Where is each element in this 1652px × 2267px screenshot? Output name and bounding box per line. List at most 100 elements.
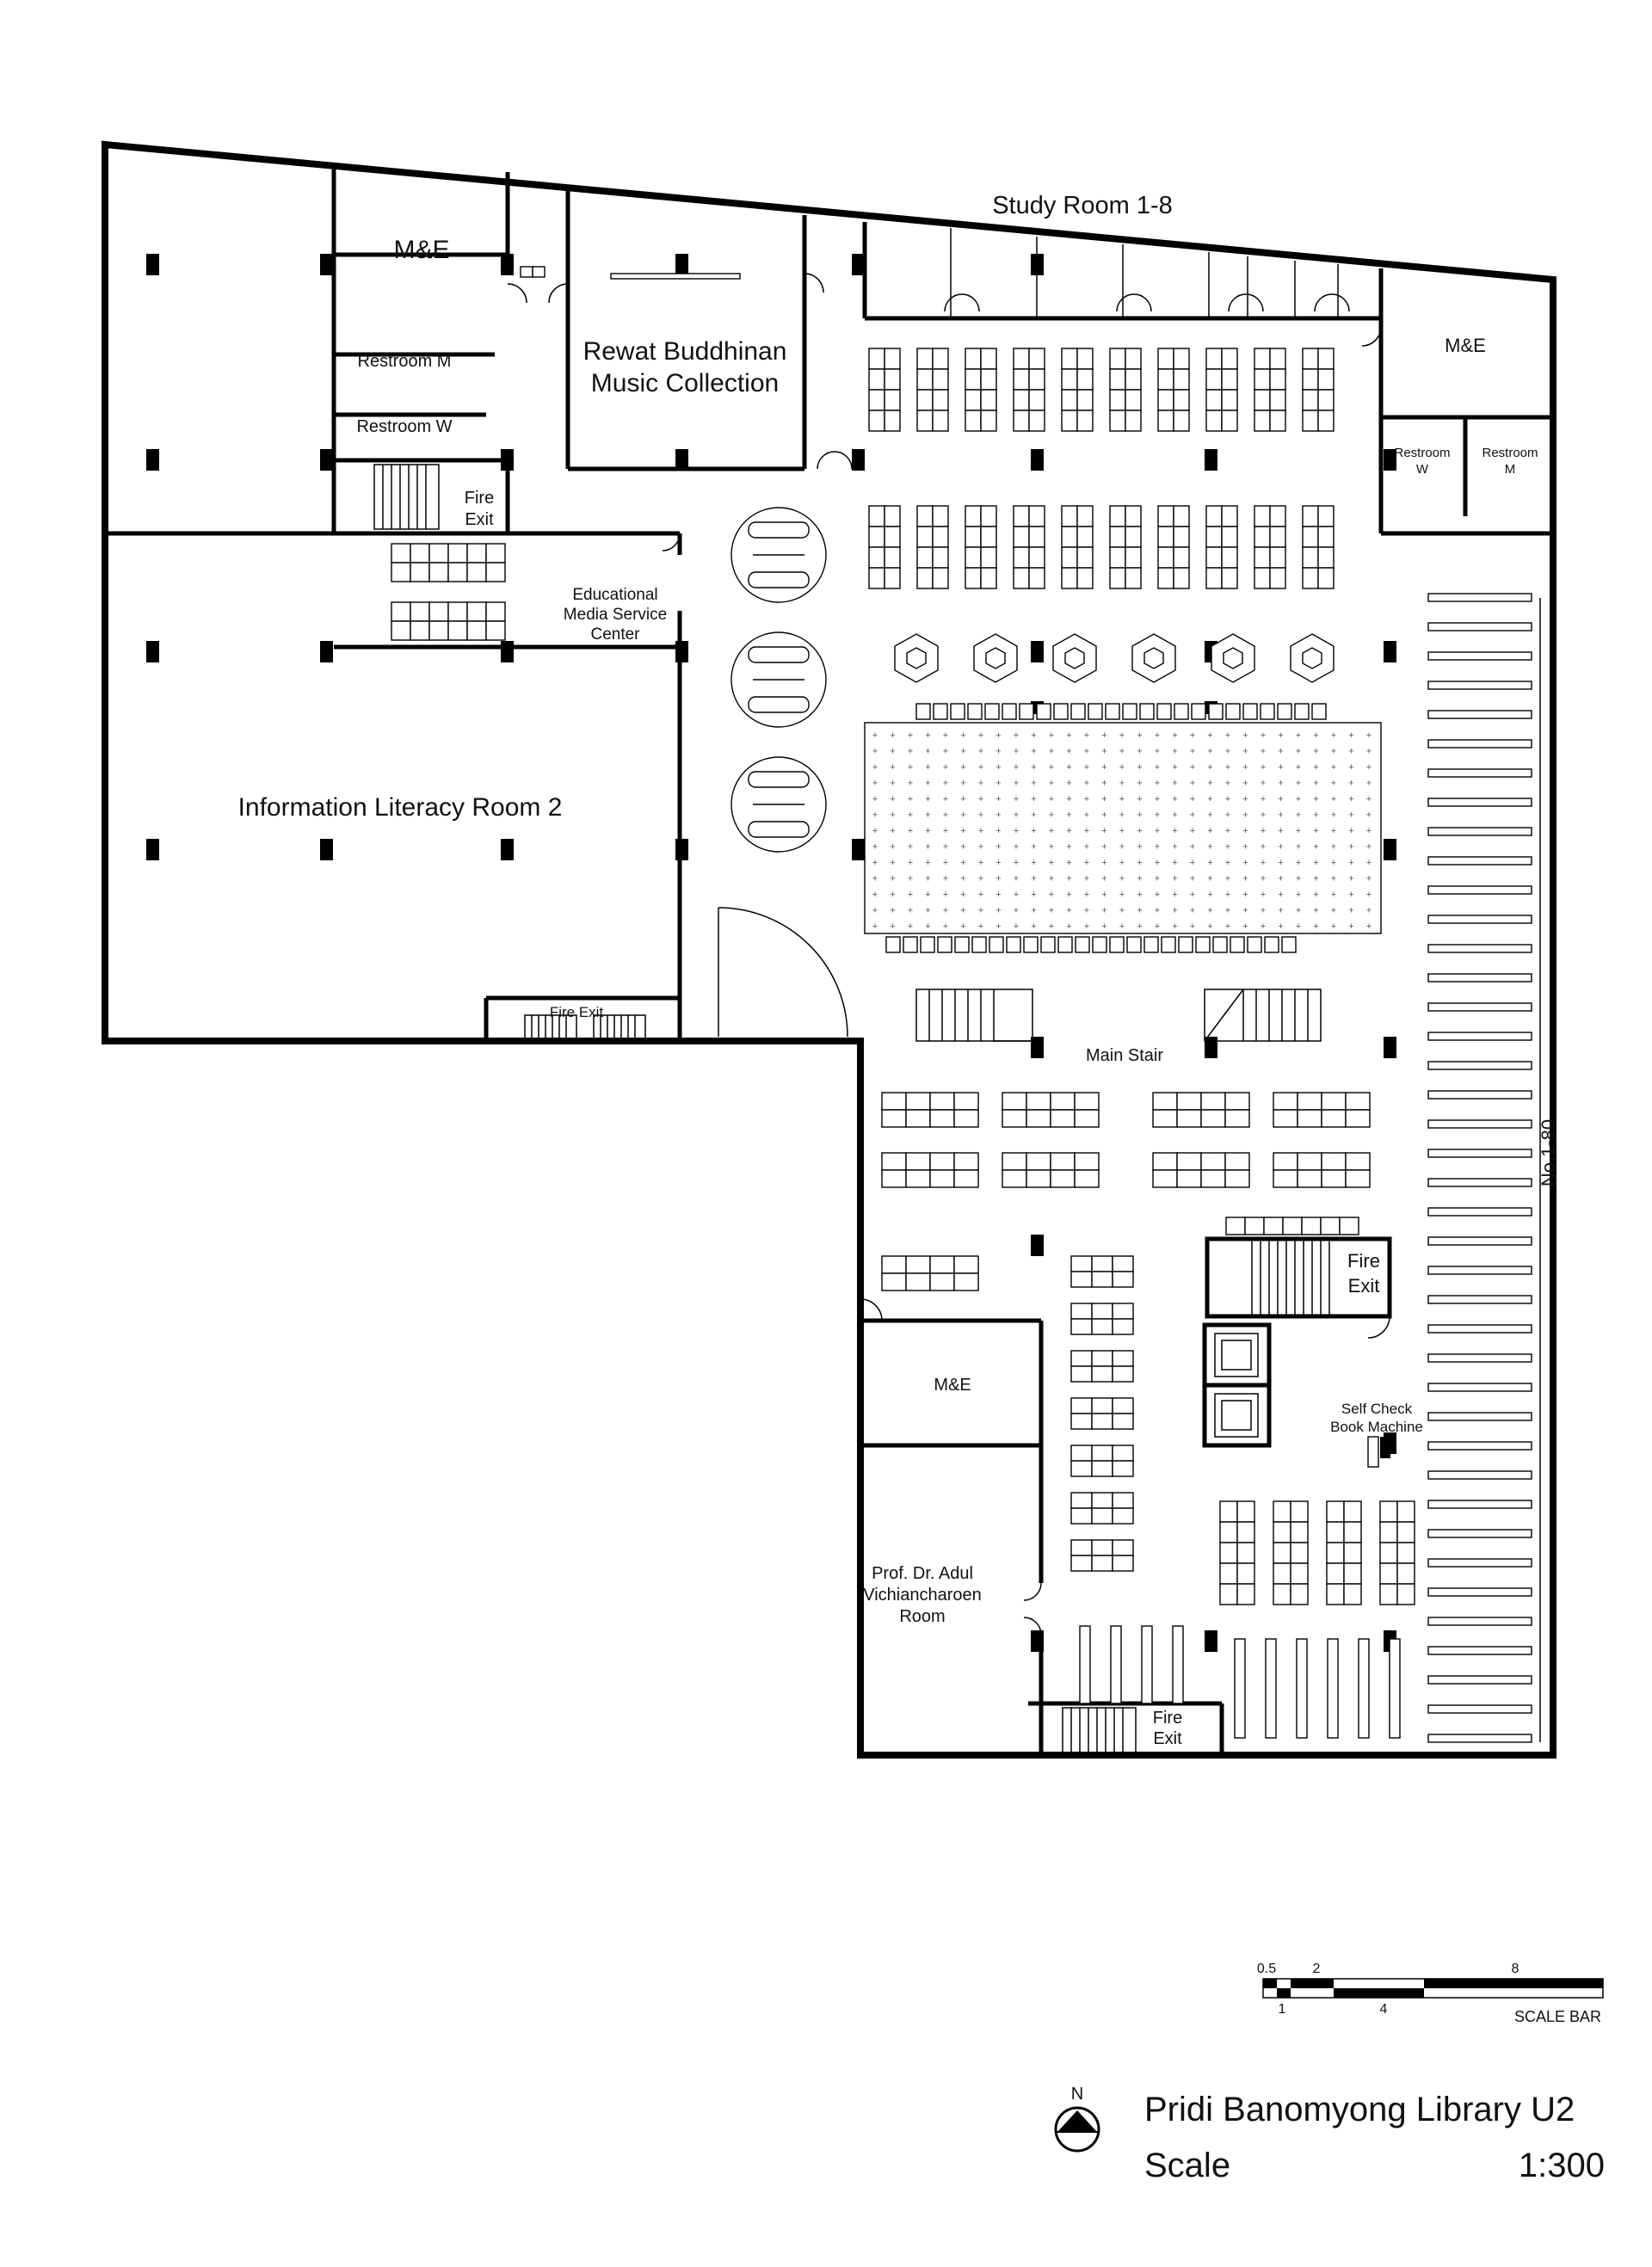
desk-cluster [1302,505,1335,589]
book-shelf [1427,681,1532,690]
svg-text:+: + [1014,921,1019,932]
svg-text:+: + [1331,842,1336,853]
svg-text:+: + [1207,730,1212,741]
svg-text:+: + [1066,747,1071,757]
svg-text:+: + [890,762,895,773]
book-shelf [1427,1266,1532,1275]
svg-text:+: + [1119,874,1125,884]
svg-text:+: + [1137,810,1142,821]
book-shelf [1427,1412,1532,1421]
svg-text:+: + [943,747,948,757]
book-shelf [1427,1236,1532,1246]
svg-text:+: + [1331,762,1336,773]
svg-text:+: + [1278,810,1283,821]
plan-title: Pridi Banomyong Library U2 [1144,2091,1575,2128]
book-shelf [1427,1295,1532,1304]
svg-text:+: + [925,842,930,853]
svg-text:+: + [1242,921,1248,932]
round-table [1290,633,1335,683]
desk-cluster [868,348,901,432]
round-table [1052,633,1097,683]
svg-text:+: + [1261,858,1266,868]
svg-text:+: + [890,779,895,789]
svg-text:+: + [890,842,895,853]
svg-text:+: + [1190,747,1195,757]
svg-text:+: + [925,779,930,789]
svg-text:+: + [1137,874,1142,884]
svg-text:+: + [908,921,913,932]
round-table [1211,633,1255,683]
svg-text:+: + [978,858,983,868]
svg-text:+: + [1119,842,1125,853]
svg-text:+: + [1119,921,1125,932]
svg-text:+: + [1313,762,1318,773]
svg-text:+: + [872,890,878,900]
svg-text:+: + [1261,747,1266,757]
svg-text:+: + [1066,762,1071,773]
svg-text:+: + [872,747,878,757]
book-shelf [1427,1646,1532,1655]
svg-text:+: + [1348,858,1353,868]
label-me-top-left: M&E [393,236,449,264]
svg-text:+: + [1278,842,1283,853]
book-shelf [1427,739,1532,748]
svg-text:+: + [1261,762,1266,773]
desk-cluster [965,348,997,432]
svg-text:+: + [943,858,948,868]
svg-text:+: + [1119,747,1125,757]
svg-text:+: + [1296,826,1301,836]
svg-text:+: + [978,826,983,836]
svg-text:+: + [1331,826,1336,836]
svg-text:+: + [1137,779,1142,789]
svg-text:+: + [1137,762,1142,773]
book-shelf [1427,1178,1532,1187]
svg-text:+: + [890,858,895,868]
svg-text:+: + [1031,794,1036,804]
book-shelf [1427,622,1532,631]
svg-text:+: + [1049,858,1054,868]
svg-text:+: + [1101,858,1106,868]
svg-text:+: + [925,747,930,757]
svg-text:+: + [1172,826,1177,836]
book-shelf [1427,710,1532,719]
svg-text:+: + [1084,921,1089,932]
svg-text:+: + [1207,858,1212,868]
round-table [894,633,939,683]
svg-text:+: + [1313,730,1318,741]
svg-text:+: + [1014,858,1019,868]
svg-text:+: + [1172,890,1177,900]
svg-text:+: + [1348,921,1353,932]
svg-text:+: + [996,730,1001,741]
furniture: + + + + + + + + + + + + + + + + + + + + + + + + + + + + + + + + + + + + + + + +… [391,266,1415,1739]
svg-text:+: + [1225,794,1230,804]
svg-text:+: + [1331,921,1336,932]
svg-text:+: + [1084,810,1089,821]
svg-text:+: + [1348,779,1353,789]
svg-text:+: + [1119,906,1125,916]
svg-text:+: + [1261,906,1266,916]
svg-text:+: + [960,747,965,757]
svg-text:+: + [978,921,983,932]
svg-text:+: + [960,810,965,821]
svg-text:+: + [1119,810,1125,821]
label-fire-exit-mid-2: Exit [1348,1275,1380,1297]
svg-text:+: + [1084,779,1089,789]
svg-text:+: + [908,826,913,836]
svg-text:+: + [1207,890,1212,900]
svg-text:+: + [1348,730,1353,741]
svg-text:+: + [960,779,965,789]
svg-text:+: + [1014,747,1019,757]
desk-row [1002,1152,1100,1188]
svg-text:+: + [1049,747,1054,757]
svg-text:+: + [1313,906,1318,916]
svg-text:+: + [1101,794,1106,804]
svg-text:+: + [996,762,1001,773]
svg-text:+: + [1366,874,1372,884]
book-shelf [1427,651,1532,661]
north-arrow-icon [1054,2106,1100,2153]
svg-text:+: + [872,906,878,916]
label-restroom-m-right-2: M [1505,462,1516,477]
svg-text:+: + [1207,921,1212,932]
svg-text:+: + [996,826,1001,836]
svg-text:+: + [960,890,965,900]
